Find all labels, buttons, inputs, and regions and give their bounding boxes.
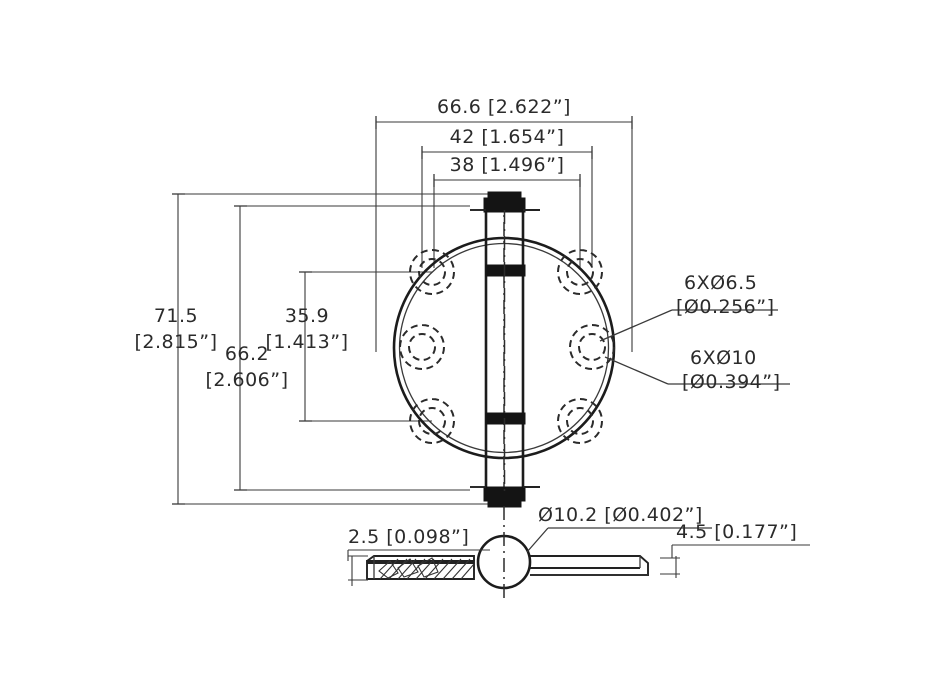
counterbore-circle — [569, 324, 615, 370]
note-label-through-hole-imperial: [Ø0.256”] — [676, 296, 775, 318]
dim-label-plate-height-metric: 66.2 — [225, 343, 269, 365]
dim-label-hole-pitch-imperial: [1.413”] — [265, 331, 348, 353]
hatch-line — [397, 558, 417, 580]
side-left-leaf-body — [366, 560, 475, 580]
hatch-line — [451, 558, 471, 580]
screw-hole — [409, 249, 455, 295]
screw-hole — [569, 324, 615, 370]
knuckle-tip-top — [487, 191, 522, 201]
knuckle-joint-band-lower — [485, 412, 526, 425]
dim-label-overall-height-metric: 71.5 — [154, 305, 198, 327]
front-view-plate — [392, 191, 616, 508]
side-view — [366, 506, 649, 598]
section-hatching — [378, 557, 475, 580]
side-view-dimension-lines — [347, 527, 810, 586]
hatch-line — [379, 558, 399, 580]
top-dimension-lines — [375, 116, 633, 352]
through-hole-circle — [566, 407, 594, 435]
dim-label-knuckle-diameter: Ø10.2 [Ø0.402”] — [538, 504, 703, 526]
dim-label-plate-height-imperial: [2.606”] — [205, 369, 288, 391]
hatch-line — [415, 558, 435, 580]
screw-hole — [557, 398, 603, 444]
counterbore-circle — [557, 398, 603, 444]
screw-hole — [409, 398, 455, 444]
through-hole-circle — [566, 258, 594, 286]
screw-hole-group-right — [557, 249, 615, 444]
hatch-line — [460, 563, 475, 580]
dim-label-leaf-thickness: 4.5 [0.177”] — [676, 521, 797, 543]
counterbore-circle — [409, 249, 455, 295]
leader-line-counterbore — [604, 356, 669, 385]
screw-hole — [557, 249, 603, 295]
through-hole-circle — [418, 407, 446, 435]
leader-line-knuckle-dia — [526, 527, 549, 553]
leader-lines — [599, 309, 790, 385]
dim-label-overall-width: 66.6 [2.622”] — [437, 96, 571, 118]
left-dimension-lines — [172, 193, 500, 505]
side-right-leaf-body — [530, 555, 649, 576]
counterbore-circle — [409, 398, 455, 444]
dim-label-overall-height-imperial: [2.815”] — [134, 331, 217, 353]
counterbore-circle — [399, 324, 445, 370]
hatch-cluster — [378, 560, 399, 579]
hatch-cluster — [417, 557, 439, 578]
through-hole-circle — [578, 333, 606, 361]
knuckle-barrel — [470, 191, 540, 508]
hatch-cluster — [397, 558, 419, 578]
screw-hole-group-left — [399, 249, 455, 444]
hatch-line — [433, 558, 453, 580]
dim-label-bolt-span-inner: 38 [1.496”] — [450, 154, 565, 176]
knuckle-tip-bottom — [487, 498, 522, 508]
dim-label-hole-pitch-metric: 35.9 — [285, 305, 329, 327]
note-label-counterbore-imperial: [Ø0.394”] — [682, 371, 781, 393]
side-left-leaf-chamfer — [366, 555, 475, 562]
knuckle-joint-band-upper — [485, 264, 526, 277]
dim-label-bolt-span-outer: 42 [1.654”] — [450, 126, 565, 148]
through-hole-circle — [408, 333, 436, 361]
counterbore-circle — [557, 249, 603, 295]
dim-label-plate-thickness: 2.5 [0.098”] — [348, 526, 469, 548]
note-label-counterbore-count: 6XØ10 — [690, 347, 757, 369]
leader-line-through-hole — [599, 309, 673, 342]
through-hole-circle — [418, 258, 446, 286]
screw-hole — [399, 324, 445, 370]
hatch-line — [442, 558, 462, 580]
note-label-through-hole-count: 6XØ6.5 — [684, 272, 757, 294]
